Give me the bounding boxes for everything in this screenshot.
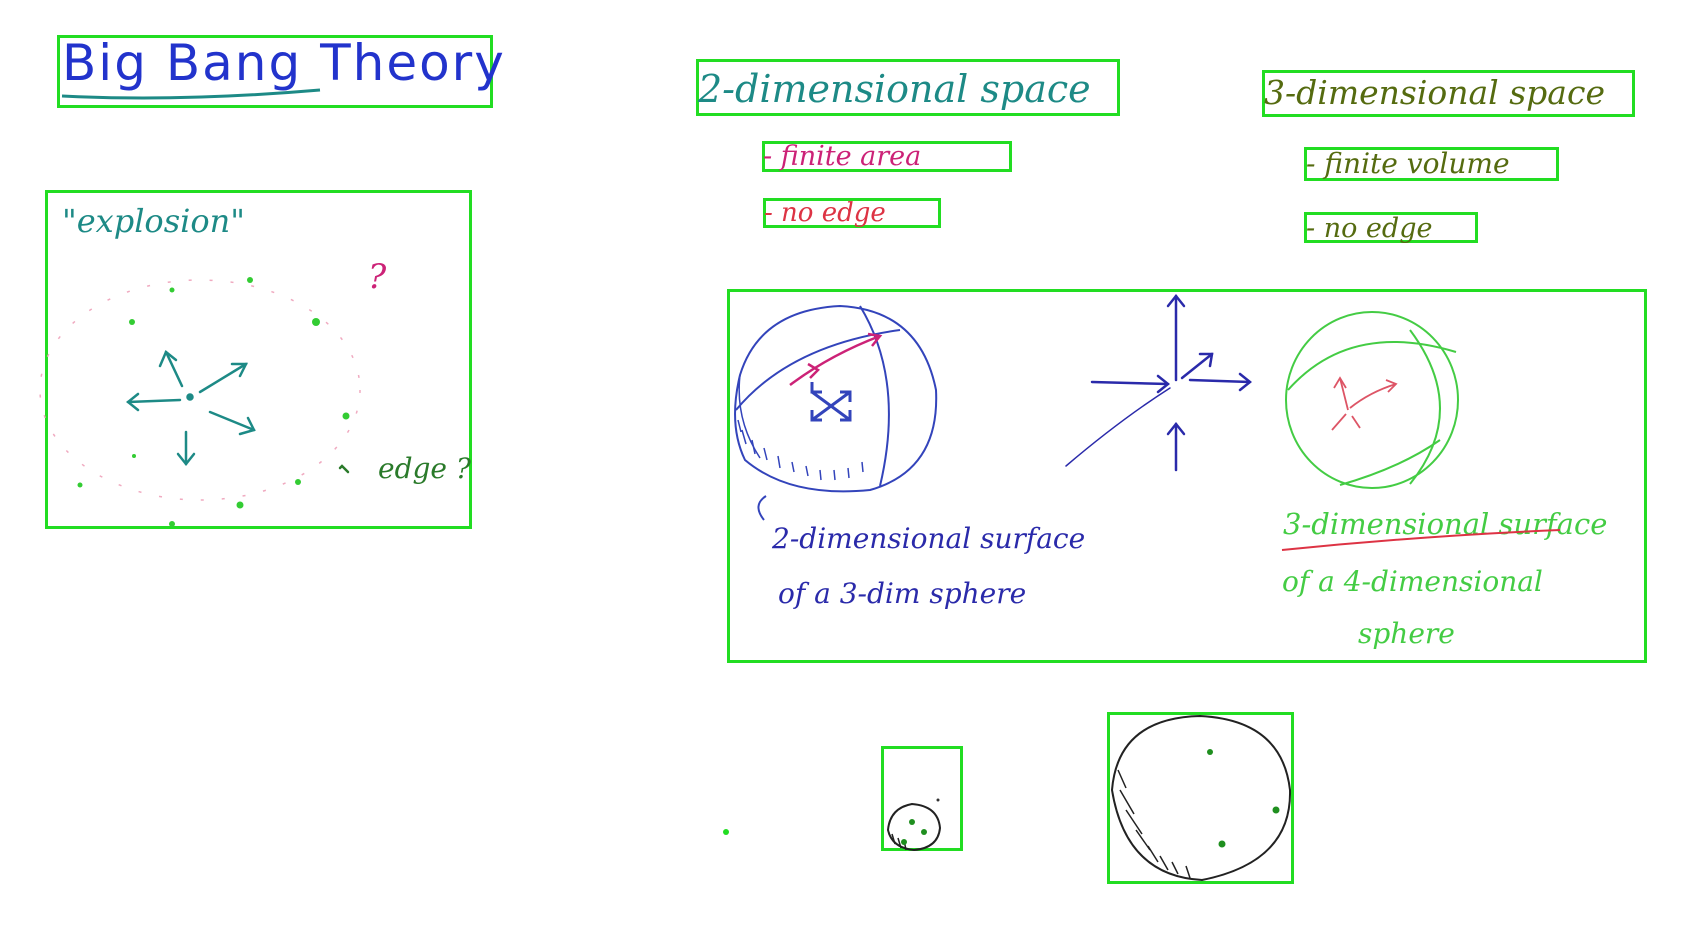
three-dim-heading-box xyxy=(1262,70,1635,117)
three-dim-surface-line1: 3-dimensional surface xyxy=(1283,507,1608,541)
geodesic-arrow xyxy=(789,332,883,387)
large-ball-dots xyxy=(1207,749,1280,848)
explosion-dots xyxy=(77,277,350,527)
three-dim-sphere xyxy=(1285,311,1459,489)
two-dim-no-edge: - no edge xyxy=(764,198,886,228)
explosion-label: "explosion" xyxy=(62,202,245,240)
three-dim-no-edge: - no edge xyxy=(1306,213,1433,244)
explosion-arrows xyxy=(125,349,350,474)
axes-arrows xyxy=(1065,293,1253,472)
three-dim-finite: - finite volume xyxy=(1306,147,1510,180)
three-dim-arrows xyxy=(1331,376,1398,431)
large-ball-box xyxy=(1107,712,1294,884)
two-dim-heading-box xyxy=(696,59,1120,116)
small-ball xyxy=(886,802,942,852)
two-dim-no-edge-box xyxy=(763,198,941,228)
title-box xyxy=(57,35,493,108)
page-title: Big Bang Theory xyxy=(62,34,506,92)
explosion-outline xyxy=(39,279,361,501)
three-dim-no-edge-box xyxy=(1304,212,1478,243)
three-dim-surface-line3: sphere xyxy=(1358,617,1455,650)
large-ball xyxy=(1110,714,1292,882)
title-underline xyxy=(61,88,321,100)
two-dim-surface-line2: of a 3-dim sphere xyxy=(778,577,1027,610)
small-ball-dots xyxy=(901,798,940,845)
two-dim-heading: 2-dimensional space xyxy=(698,67,1091,111)
three-dim-underline xyxy=(1281,529,1561,551)
two-dim-finite-box xyxy=(762,141,1012,172)
three-dim-finite-box xyxy=(1304,147,1559,181)
two-dim-sphere xyxy=(734,304,938,521)
three-dim-heading: 3-dimensional space xyxy=(1264,73,1605,112)
two-dim-surface-line1: 2-dimensional surface xyxy=(772,522,1086,555)
explosion-question: ? xyxy=(368,257,387,297)
spheres-box xyxy=(727,289,1647,663)
two-dim-finite: - finite area xyxy=(763,141,922,172)
explosion-box xyxy=(45,190,472,529)
three-dim-surface-line2: of a 4-dimensional xyxy=(1282,565,1543,598)
stray-dot xyxy=(723,829,729,835)
edge-label: edge ? xyxy=(378,452,471,485)
